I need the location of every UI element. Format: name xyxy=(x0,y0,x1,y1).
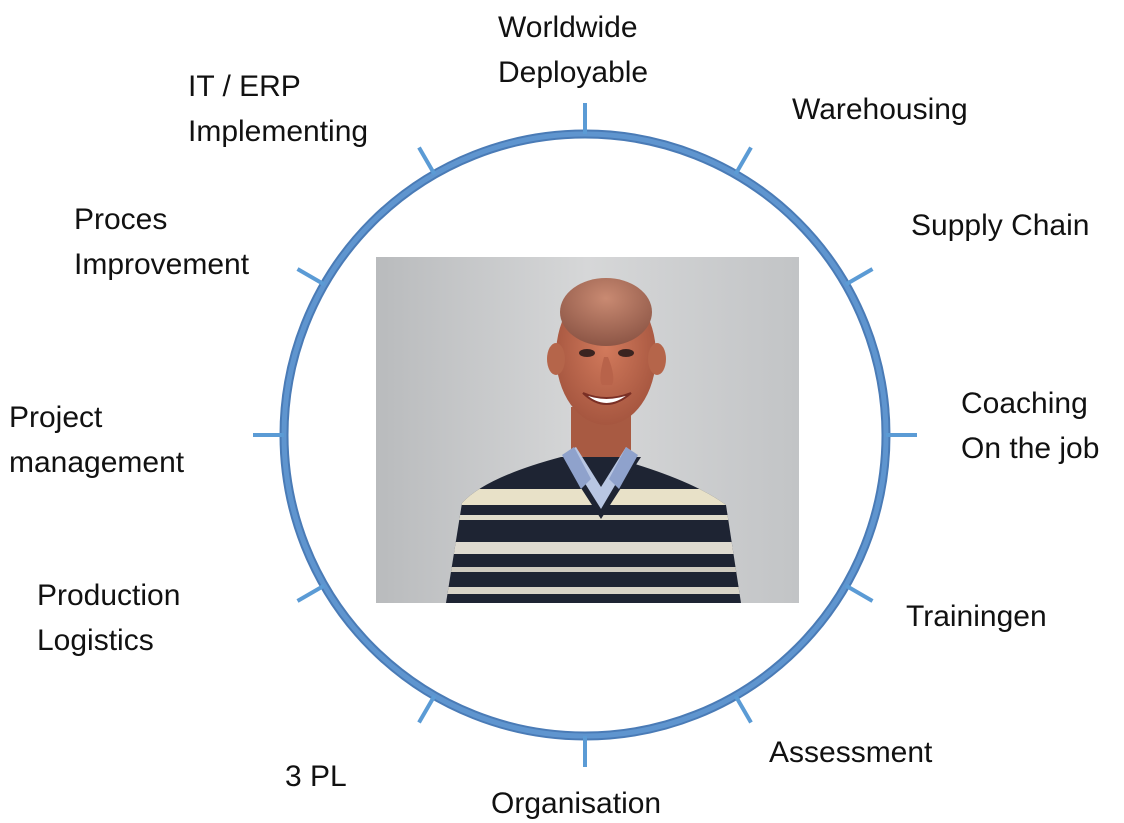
ring-tick xyxy=(844,267,874,287)
ring-tick xyxy=(417,694,437,724)
label-proces-improvement: Proces Improvement xyxy=(74,197,249,287)
label-assessment: Assessment xyxy=(769,730,932,775)
label-line: Logistics xyxy=(37,624,154,657)
ring-tick xyxy=(417,146,437,176)
label-production-logistics: Production Logistics xyxy=(37,573,180,663)
label-supply-chain: Supply Chain xyxy=(911,203,1089,248)
label-warehousing: Warehousing xyxy=(792,87,968,132)
label-trainingen: Trainingen xyxy=(906,594,1047,639)
label-coaching-on-the-job: Coaching On the job xyxy=(961,381,1099,471)
label-organisation: Organisation xyxy=(491,781,661,823)
label-line: Improvement xyxy=(74,248,250,281)
ring-ticks xyxy=(253,103,917,767)
portrait-image xyxy=(376,257,799,603)
ring-tick xyxy=(733,146,753,176)
ring-tick xyxy=(296,583,326,603)
label-line: management xyxy=(9,446,185,479)
label-line: Production xyxy=(37,579,181,612)
ring-tick xyxy=(733,694,753,724)
label-line: Coaching xyxy=(961,387,1088,420)
label-line: Proces xyxy=(74,203,168,236)
label-line: Implementing xyxy=(188,115,369,148)
label-line: 3 PL xyxy=(285,760,347,793)
label-line: Deployable xyxy=(498,56,649,89)
label-line: Supply Chain xyxy=(911,209,1090,242)
label-line: Project xyxy=(9,401,103,434)
label-line: Organisation xyxy=(491,787,662,820)
label-line: Trainingen xyxy=(906,600,1047,633)
label-line: IT / ERP xyxy=(188,70,301,103)
ring-tick xyxy=(844,583,874,603)
label-line: Assessment xyxy=(769,736,933,769)
label-worldwide-deployable: Worldwide Deployable xyxy=(498,5,648,95)
label-line: Worldwide xyxy=(498,11,638,44)
ring-tick xyxy=(296,267,326,287)
label-it-erp-implementing: IT / ERP Implementing xyxy=(188,64,368,154)
label-line: Warehousing xyxy=(792,93,968,126)
label-project-management: Project management xyxy=(9,395,184,485)
label-3pl: 3 PL xyxy=(285,754,347,799)
portrait-photo xyxy=(376,257,799,603)
label-line: On the job xyxy=(961,432,1100,465)
